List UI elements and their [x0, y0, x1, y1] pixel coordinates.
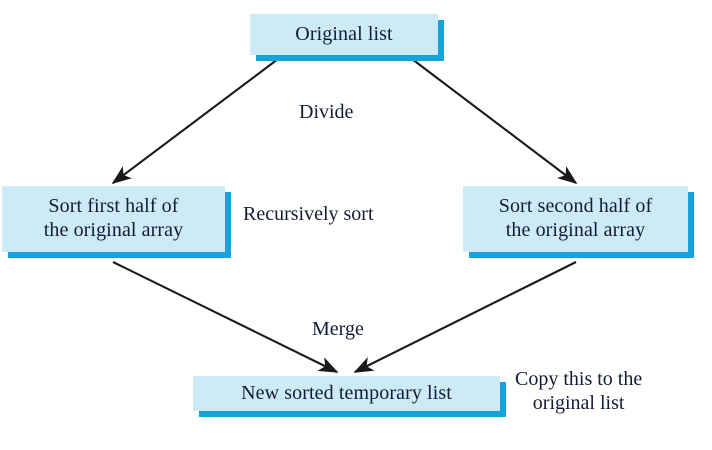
node-new-sorted-temporary-list: New sorted temporary list	[193, 376, 500, 411]
caption-divide: Divide	[299, 101, 354, 123]
arrow-divide-left	[111, 58, 279, 185]
node-sort-second-half-label: Sort second half of the original array	[498, 195, 653, 241]
node-sort-first-half: Sort first half of the original array	[2, 186, 225, 252]
node-sort-second-half: Sort second half of the original array	[463, 186, 688, 252]
node-new-sorted-temporary-list-label: New sorted temporary list	[241, 381, 452, 404]
node-original-list-label: Original list	[295, 22, 393, 45]
arrow-merge-right	[353, 261, 577, 373]
node-sort-first-half-label: Sort first half of the original array	[43, 195, 184, 241]
arrow-divide-right	[411, 58, 578, 185]
node-original-list: Original list	[250, 14, 438, 55]
arrow-merge-left	[112, 261, 339, 373]
caption-merge: Merge	[312, 318, 364, 340]
caption-copy-to-original-list: Copy this to the original list	[515, 368, 643, 414]
caption-recursively-sort: Recursively sort	[243, 203, 374, 225]
